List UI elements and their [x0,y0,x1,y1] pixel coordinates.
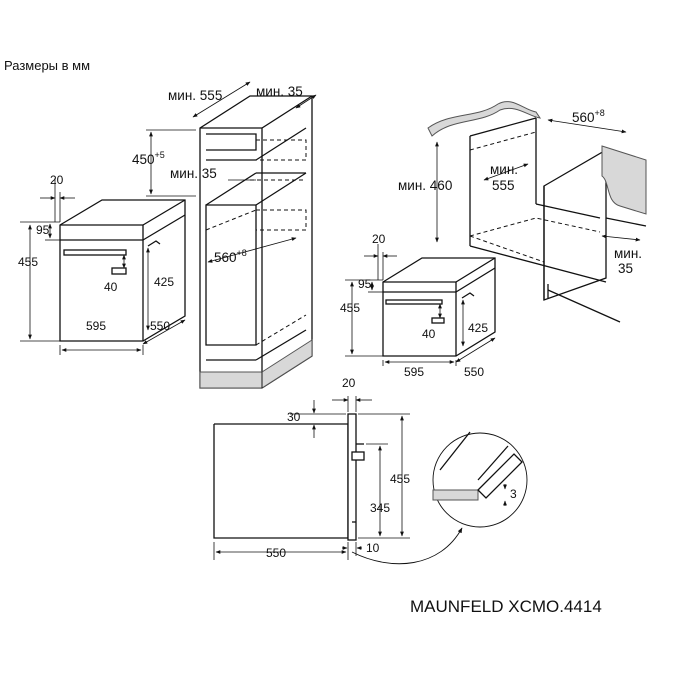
side-view-dims: 20 30 455 345 550 10 [213,376,410,560]
oven-left-depth: 550 [150,319,170,333]
oven-left-handle-offset: 40 [104,280,118,294]
detail-callout: 3 [351,431,528,565]
column-min-shelf-prefix: мин. [170,166,198,181]
column-niche-height-dim: 450+5 [132,129,196,197]
side-front-thickness: 20 [342,376,356,390]
undercounter-niche-depth-value: 555 [492,178,515,193]
oven-right-body-height: 425 [468,321,488,335]
oven-right-width: 595 [404,365,424,379]
oven-right-dims: 20 95 455 40 425 595 550 [340,232,496,379]
oven-left-dims: 20 95 455 40 425 595 550 [18,173,186,355]
oven-right [382,257,496,357]
side-top-offset: 30 [287,410,301,424]
column-niche-width-value: 560 [214,250,237,265]
units-note: Размеры в мм [4,58,90,73]
undercounter-cabinet [427,101,647,323]
column-min-depth-value: 555 [200,88,223,103]
oven-right-handle-offset: 40 [422,327,436,341]
side-height: 455 [390,472,410,486]
column-niche-height-tol: +5 [155,150,165,160]
svg-text:мин. 460: мин. 460 [398,178,452,193]
column-niche-width-tol: +8 [237,248,247,258]
column-min-shelf-value: 35 [202,166,217,181]
undercounter-niche-height-value: 460 [430,178,453,193]
oven-left-width: 595 [86,319,106,333]
svg-text:мин. 35: мин. 35 [256,84,303,99]
column-min-depth-prefix: мин. [168,88,196,103]
oven-left-body-height: 425 [154,275,174,289]
detail-gap: 3 [510,487,517,501]
undercounter-dims: 560+8 мин. 460 мин. 555 мин. 35 [398,108,642,276]
column-min-depth-dim: мин. 555 [168,81,251,118]
oven-right-total-height: 455 [340,301,360,315]
side-bottom-gap: 10 [366,541,380,555]
undercounter-niche-width-value: 560 [572,110,595,125]
column-niche-width-dim: 560+8 [207,237,297,265]
oven-right-depth: 550 [464,365,484,379]
side-depth: 550 [266,546,286,560]
oven-left [59,199,186,342]
column-min-top-value: 35 [288,84,303,99]
column-cabinet [199,95,313,389]
column-min-top-prefix: мин. [256,84,284,99]
side-mount-height: 345 [370,501,390,515]
oven-left-panel-height: 95 [36,223,50,237]
oven-left-top-offset: 20 [50,173,64,187]
column-min-top-dim: мин. 35 [256,84,317,109]
undercounter-side-gap-value: 35 [618,261,633,276]
svg-text:560+8: 560+8 [572,108,605,125]
column-niche-height-value: 450 [132,152,155,167]
undercounter-niche-depth-prefix: мин. [490,162,518,177]
undercounter-niche-width-tol: +8 [595,108,605,118]
svg-text:560+8: 560+8 [214,248,247,265]
oven-left-total-height: 455 [18,255,38,269]
svg-text:мин. 555: мин. 555 [168,88,222,103]
oven-right-top-offset: 20 [372,232,386,246]
undercounter-side-gap-prefix: мин. [614,246,642,261]
model-name: MAUNFELD XCMO.4414 [410,597,602,616]
undercounter-niche-height-prefix: мин. [398,178,426,193]
svg-text:мин. 35: мин. 35 [170,166,217,181]
oven-right-panel-height: 95 [358,277,372,291]
svg-text:450+5: 450+5 [132,150,165,167]
side-view [213,413,365,541]
column-min-shelf-dim: мин. 35 [170,166,256,181]
